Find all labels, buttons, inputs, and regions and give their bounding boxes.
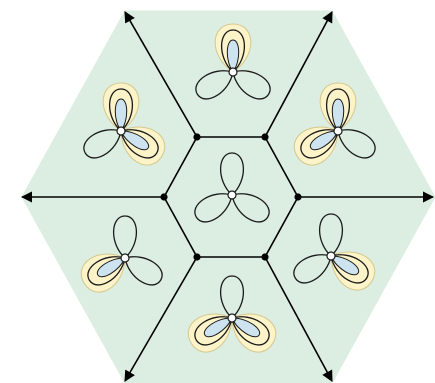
trefoil-center-marker: [117, 127, 125, 135]
trefoil-center-marker: [228, 314, 236, 322]
trefoil-center-marker: [121, 254, 129, 262]
graph-vertex: [193, 253, 200, 260]
graph-vertex: [294, 193, 301, 200]
trefoil-center-marker: [334, 127, 342, 135]
graph-vertex: [193, 133, 200, 140]
trefoil-center-marker: [229, 68, 237, 76]
graph-vertex: [160, 193, 167, 200]
graph-vertex: [261, 133, 268, 140]
trefoil-center-marker: [228, 191, 236, 199]
trefoil-center-marker: [327, 252, 335, 260]
graph-vertex: [261, 253, 268, 260]
